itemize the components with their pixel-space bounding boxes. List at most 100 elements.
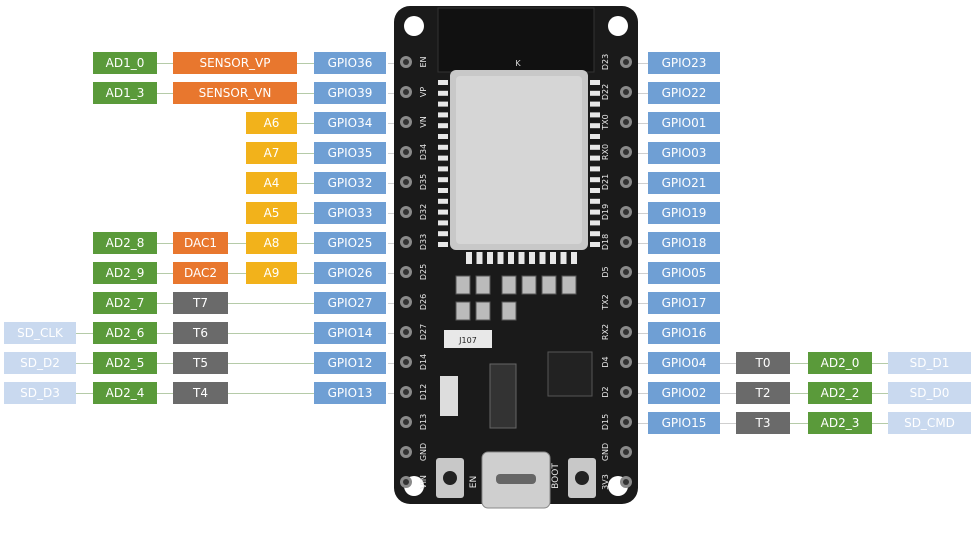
module-pad [508,252,514,264]
en-button-knob [443,471,457,485]
module-pad [590,112,600,118]
pin-hole [623,449,629,455]
module-pad [590,166,600,172]
pin-hole [403,179,409,185]
connector-line [297,63,314,64]
pin-hole [623,299,629,305]
gpio-label-left: GPIO14 [314,322,386,344]
analog-label: A5 [246,202,297,224]
gpio-label-right: GPIO01 [648,112,720,134]
connector-line [720,363,736,364]
module-pad [438,101,448,107]
module-pad [590,209,600,215]
module-pad [518,252,525,264]
connector-line [720,393,736,394]
pin-hole [623,389,629,395]
silk-pin-right: D15 [601,414,610,430]
gpio-label-left: GPIO35 [314,142,386,164]
silk-pin-right: TX2 [601,294,610,310]
pin-hole [623,149,629,155]
connector-line [228,243,246,244]
module-pad [438,90,448,96]
module-pad [438,112,448,118]
pin-hole [403,299,409,305]
sd-label-right: SD_D1 [888,352,971,374]
pin-hole [623,269,629,275]
smd-component [541,275,557,295]
pin-hole [403,329,409,335]
module-pad [438,123,448,129]
connector-line [872,423,888,424]
smd-component [455,275,471,295]
connector-line [634,243,648,244]
connector-line [76,393,93,394]
module-pad [571,252,577,264]
touch-label: T4 [173,382,228,404]
module-pad [590,155,600,161]
adc-label-left: AD1_3 [93,82,157,104]
smd-component [501,301,517,321]
connector-line [720,423,736,424]
silk-pin-left: VP [419,87,428,97]
gpio-label-right: GPIO18 [648,232,720,254]
module-pad [590,134,600,139]
gpio-label-right: GPIO16 [648,322,720,344]
connector-line [76,363,93,364]
module-pad [590,242,600,247]
gpio-label-left: GPIO36 [314,52,386,74]
analog-label: A9 [246,262,297,284]
connector-line [228,393,314,394]
ic-label-chip [444,330,492,348]
esp32-devkit-board: KENVPVND34D35D32D33D25D26D27D14D12D13GND… [394,6,638,509]
en-label: EN [469,476,479,488]
module-pad [590,220,600,226]
gpio-label-right: GPIO22 [648,82,720,104]
silk-pin-left: D34 [419,144,428,160]
gpio-label-right: GPIO17 [648,292,720,314]
sd-label-left: SD_D3 [4,382,76,404]
adc-label-left: AD2_5 [93,352,157,374]
connector-line [76,333,93,334]
silk-pin-left: D13 [419,414,428,430]
module-pad [476,252,483,264]
gpio-label-left: GPIO25 [314,232,386,254]
connector-line [157,333,173,334]
pin-hole [403,419,409,425]
touch-label: T6 [173,322,228,344]
connector-line [634,273,648,274]
touch-label: T7 [173,292,228,314]
gpio-label-left: GPIO26 [314,262,386,284]
gpio-label-right: GPIO19 [648,202,720,224]
pin-hole [623,89,629,95]
analog-label: A6 [246,112,297,134]
module-pad [438,80,448,85]
pin-hole [403,449,409,455]
silk-pin-left: EN [419,56,428,67]
gpio-label-left: GPIO12 [314,352,386,374]
connector-line [790,363,808,364]
module-pad [590,123,600,129]
silk-pin-right: D2 [601,386,610,397]
pin-hole [623,239,629,245]
analog-label: A8 [246,232,297,254]
connector-line [634,93,648,94]
gpio-label-left: GPIO27 [314,292,386,314]
connector-line [297,93,314,94]
silk-pin-left: D12 [419,384,428,400]
smd-component [561,275,577,295]
silk-pin-right: D5 [601,266,610,277]
silk-pin-right: D19 [601,204,610,220]
silk-pin-left: D33 [419,234,428,250]
silk-pin-left: VN [419,116,428,127]
pin-hole [403,89,409,95]
boot-button-knob [575,471,589,485]
pin-hole [403,479,409,485]
connector-line [228,363,314,364]
adc-label-left: AD2_4 [93,382,157,404]
module-pad [590,80,600,85]
capacitor [440,376,458,416]
analog-label: A7 [246,142,297,164]
smd-component [475,275,491,295]
module-pad [539,252,546,264]
silk-pin-left: D26 [419,294,428,310]
